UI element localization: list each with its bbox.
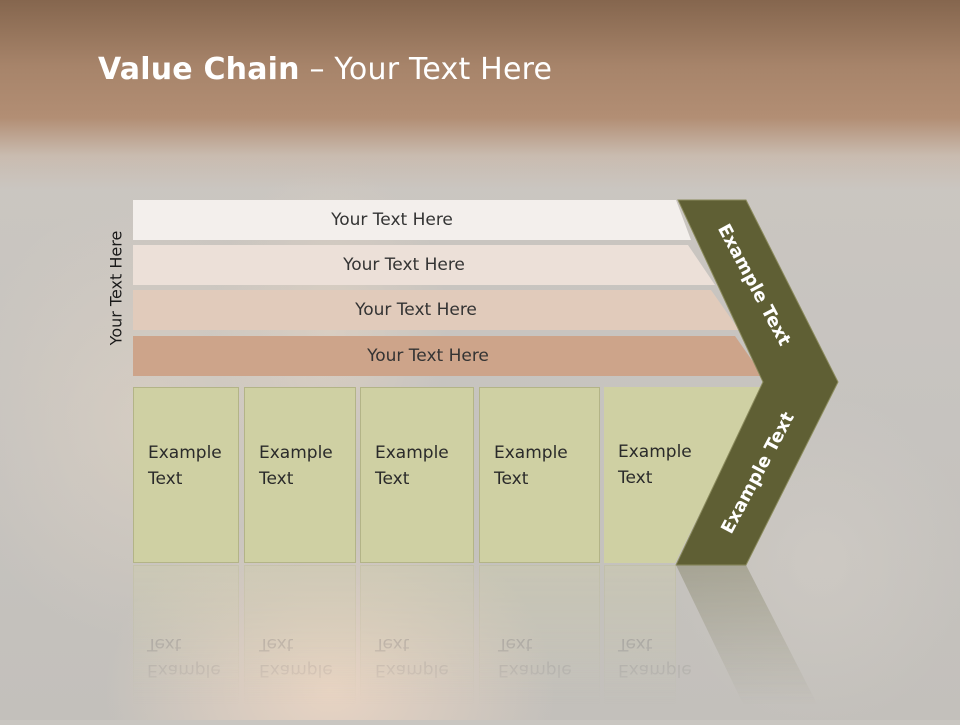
- primary-box-1: Example Text: [133, 387, 239, 563]
- support-row-1: Your Text Here: [133, 200, 691, 240]
- primary-box-3-line1: Example: [375, 443, 449, 463]
- support-row-1-label: Your Text Here: [331, 210, 453, 230]
- slide-title-bold: Value Chain: [98, 52, 300, 87]
- primary-box-4: Example Text: [479, 387, 600, 563]
- support-row-3: Your Text Here: [133, 290, 739, 330]
- primary-box-5-line2: Text: [618, 468, 653, 488]
- support-row-3-label: Your Text Here: [355, 300, 477, 320]
- slide-title: Value Chain – Your Text Here: [98, 52, 552, 87]
- primary-box-3-line2: Text: [375, 469, 410, 489]
- primary-box-1-line2: Text: [148, 469, 183, 489]
- support-row-2-label: Your Text Here: [343, 255, 465, 275]
- primary-box-5-line1: Example: [618, 442, 692, 462]
- support-row-2: Your Text Here: [133, 245, 715, 285]
- primary-box-2: Example Text: [244, 387, 356, 563]
- title-band: [0, 0, 960, 190]
- primary-box-2-line1: Example: [259, 443, 333, 463]
- margin-chevron-shape: [675, 199, 839, 566]
- slide-title-rest: – Your Text Here: [299, 52, 553, 87]
- primary-box-1-line1: Example: [148, 443, 222, 463]
- primary-box-4-line2: Text: [494, 469, 529, 489]
- support-row-4-label: Your Text Here: [367, 346, 489, 366]
- primary-box-3: Example Text: [360, 387, 474, 563]
- support-row-4: Your Text Here: [133, 336, 763, 376]
- primary-box-2-line2: Text: [259, 469, 294, 489]
- primary-box-4-line1: Example: [494, 443, 568, 463]
